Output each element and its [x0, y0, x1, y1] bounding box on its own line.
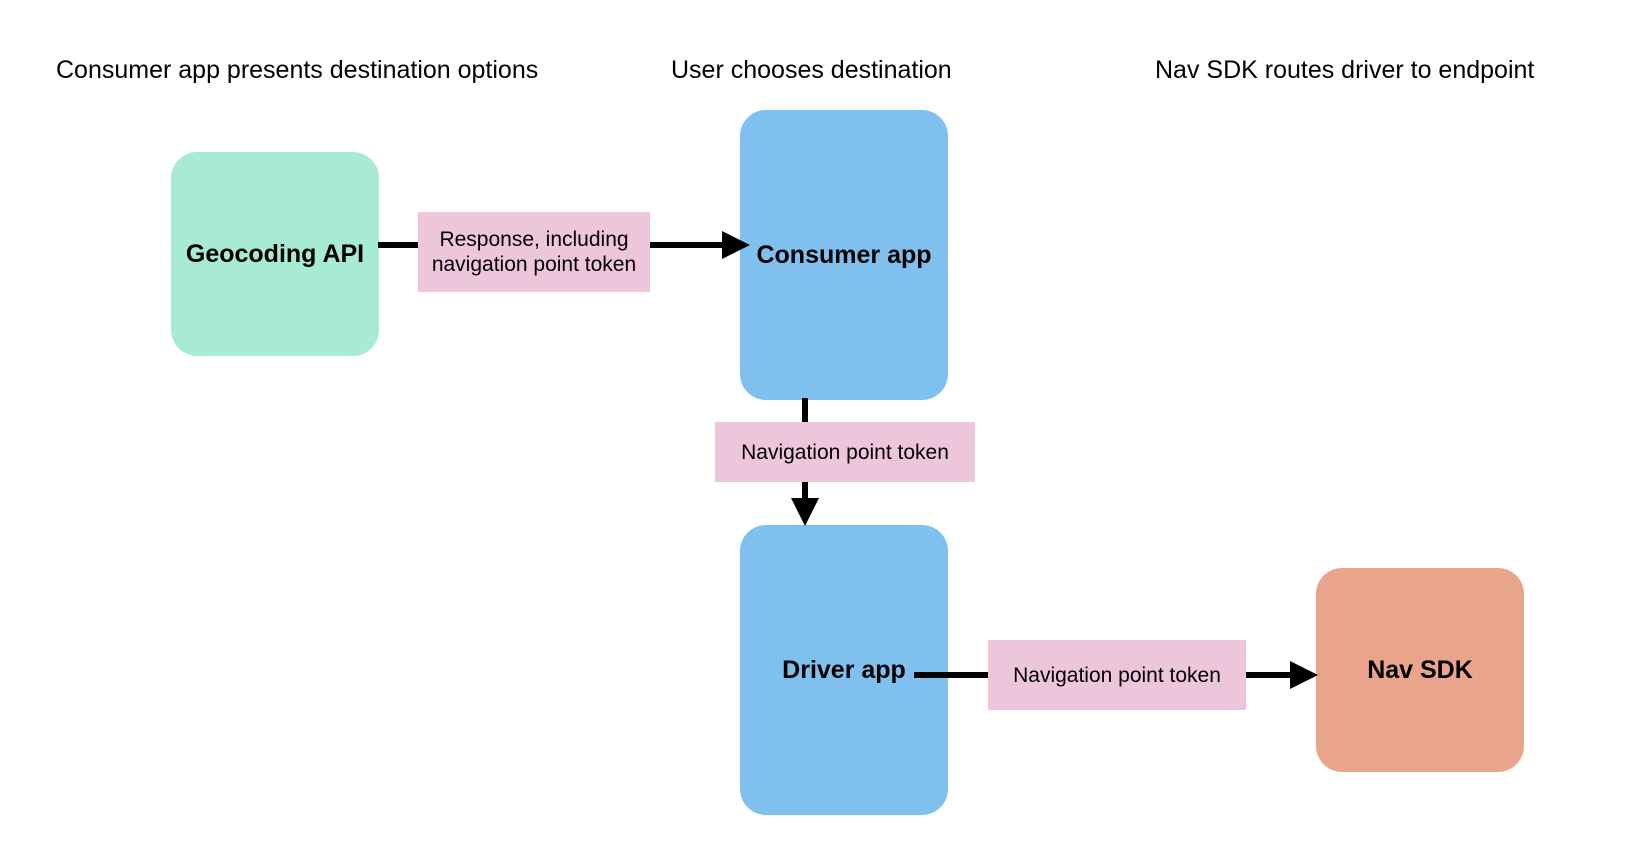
edge-label-text-driver-to-navsdk: Navigation point token	[1013, 663, 1221, 687]
node-driver-app-label: Driver app	[782, 656, 906, 684]
edge-label-response-including-navigation-point-token: Response, including navigation point tok…	[418, 212, 650, 292]
node-nav-sdk[interactable]: Nav SDK	[1316, 568, 1524, 772]
column-header-user-chooses: User chooses destination	[671, 56, 952, 84]
edge-label-text-geocoding-to-consumer: Response, including navigation point tok…	[431, 228, 637, 276]
node-driver-app[interactable]: Driver app	[740, 525, 948, 815]
node-nav-sdk-label: Nav SDK	[1367, 656, 1473, 684]
edge-label-navigation-point-token-consumer-driver: Navigation point token	[715, 422, 975, 482]
node-consumer-app-label: Consumer app	[756, 241, 932, 269]
column-header-consumer-app-presents: Consumer app presents destination option…	[56, 56, 539, 84]
node-geocoding-api-label: Geocoding API	[185, 240, 365, 268]
node-geocoding-api[interactable]: Geocoding API	[171, 152, 379, 356]
edge-label-text-consumer-to-driver: Navigation point token	[741, 440, 949, 464]
edge-label-navigation-point-token-driver-navsdk: Navigation point token	[988, 640, 1246, 710]
node-consumer-app[interactable]: Consumer app	[740, 110, 948, 400]
column-header-nav-sdk-routes: Nav SDK routes driver to endpoint	[1155, 56, 1535, 84]
